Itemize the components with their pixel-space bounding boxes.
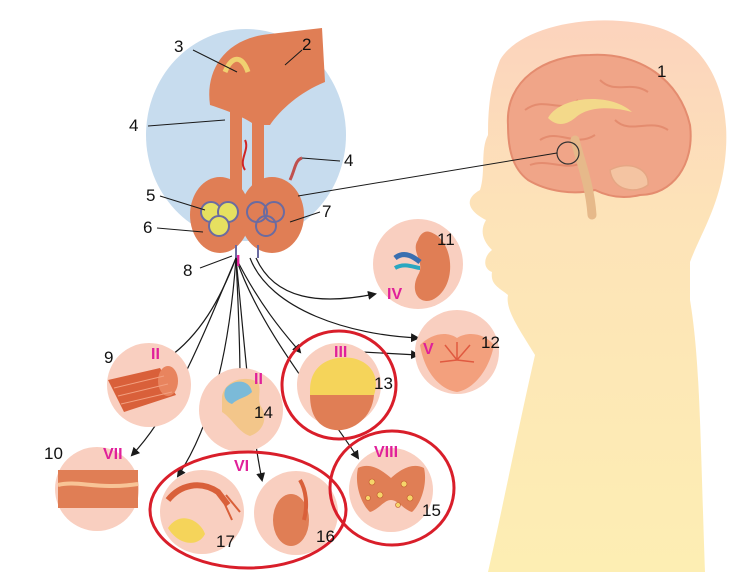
label-15: 15 xyxy=(422,501,441,520)
numeral-V: V xyxy=(423,341,434,358)
label-12: 12 xyxy=(481,333,500,352)
label-3: 3 xyxy=(174,37,183,56)
label-7: 7 xyxy=(322,202,331,221)
numeral-VI: VI xyxy=(234,458,249,475)
muscle-icon xyxy=(107,343,191,427)
label-14: 14 xyxy=(254,403,273,422)
numeral-I: I xyxy=(236,253,240,270)
numeral-III: III xyxy=(334,344,347,361)
long-bone-icon xyxy=(55,447,139,531)
label-9: 9 xyxy=(104,348,113,367)
label-6: 6 xyxy=(143,218,152,237)
numeral-VII: VII xyxy=(103,446,123,463)
label-11: 11 xyxy=(437,230,455,249)
label-17: 17 xyxy=(216,532,235,551)
label-10: 10 xyxy=(44,444,63,463)
label-4-right: 4 xyxy=(344,151,353,170)
numeral-II-adrenal: II xyxy=(254,371,263,388)
numeral-VIII: VIII xyxy=(374,444,398,461)
label-1: 1 xyxy=(657,62,666,81)
pituitary-gland-icon xyxy=(146,28,346,258)
label-13: 13 xyxy=(374,374,393,393)
label-4-top: 4 xyxy=(129,116,138,135)
label-5: 5 xyxy=(146,186,155,205)
label-16: 16 xyxy=(316,527,335,546)
numeral-II-muscle: II xyxy=(151,346,160,363)
numeral-IV: IV xyxy=(387,286,402,303)
label-8: 8 xyxy=(183,261,192,280)
label-2: 2 xyxy=(302,35,311,54)
